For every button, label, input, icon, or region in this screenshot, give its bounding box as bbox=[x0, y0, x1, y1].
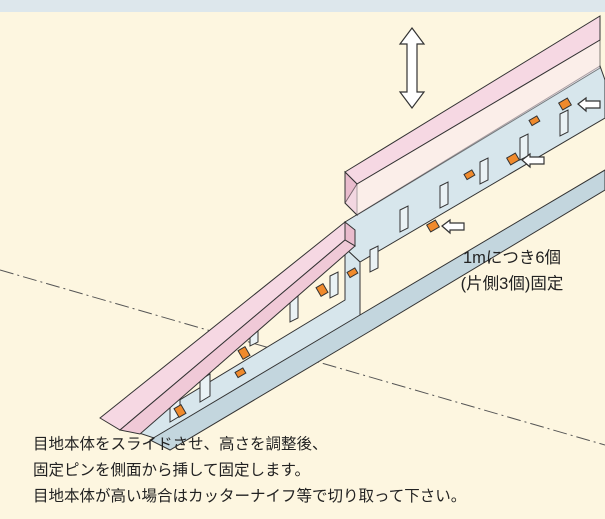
pin-pointer-arrow-icon bbox=[441, 96, 601, 235]
fixing-pin bbox=[505, 152, 521, 166]
fixing-pin bbox=[528, 115, 541, 127]
instruction-line1: 目地本体をスライドさせ、高さを調整後、 bbox=[33, 436, 328, 453]
instruction-caption: 目地本体をスライドさせ、高さを調整後、 固定ピンを側面から挿して固定します。 目… bbox=[33, 432, 466, 510]
fixing-pin bbox=[237, 345, 251, 361]
fixing-pins bbox=[173, 97, 573, 419]
fixing-pin bbox=[315, 282, 329, 298]
pin-count-note: 1mにつき6個 (片側3個)固定 bbox=[432, 245, 592, 297]
fixing-pin bbox=[557, 97, 573, 111]
pin-count-note-line2: (片側3個)固定 bbox=[460, 275, 564, 293]
joint-body-raised bbox=[344, 15, 601, 217]
fixing-pin bbox=[173, 403, 187, 419]
instruction-line2: 固定ピンを側面から挿して固定します。 bbox=[33, 462, 310, 479]
fixing-pin bbox=[425, 219, 441, 233]
pin-count-note-line1: 1mにつき6個 bbox=[462, 249, 562, 267]
fixing-pin bbox=[346, 267, 359, 279]
top-band bbox=[0, 0, 605, 12]
joint-body-fixed bbox=[99, 220, 356, 435]
instruction-line3: 目地本体が高い場合はカッターナイフ等で切り取って下さい。 bbox=[33, 488, 467, 505]
double-vertical-arrow-icon bbox=[398, 27, 426, 109]
fixing-pin bbox=[463, 169, 476, 181]
fixing-pin bbox=[234, 367, 247, 379]
